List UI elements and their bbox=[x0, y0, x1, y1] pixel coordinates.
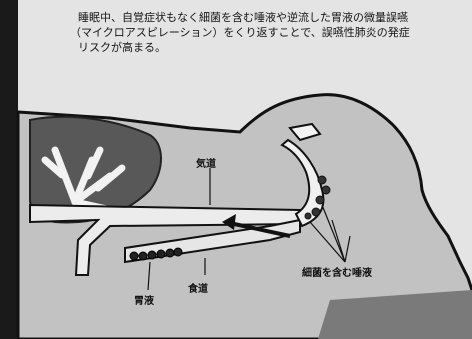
label-bacteria-saliva: 細菌を含む唾液 bbox=[302, 264, 372, 279]
label-gastric-juice: 胃液 bbox=[134, 292, 154, 307]
label-airway: 気道 bbox=[196, 155, 216, 170]
label-esophagus: 食道 bbox=[188, 280, 208, 295]
